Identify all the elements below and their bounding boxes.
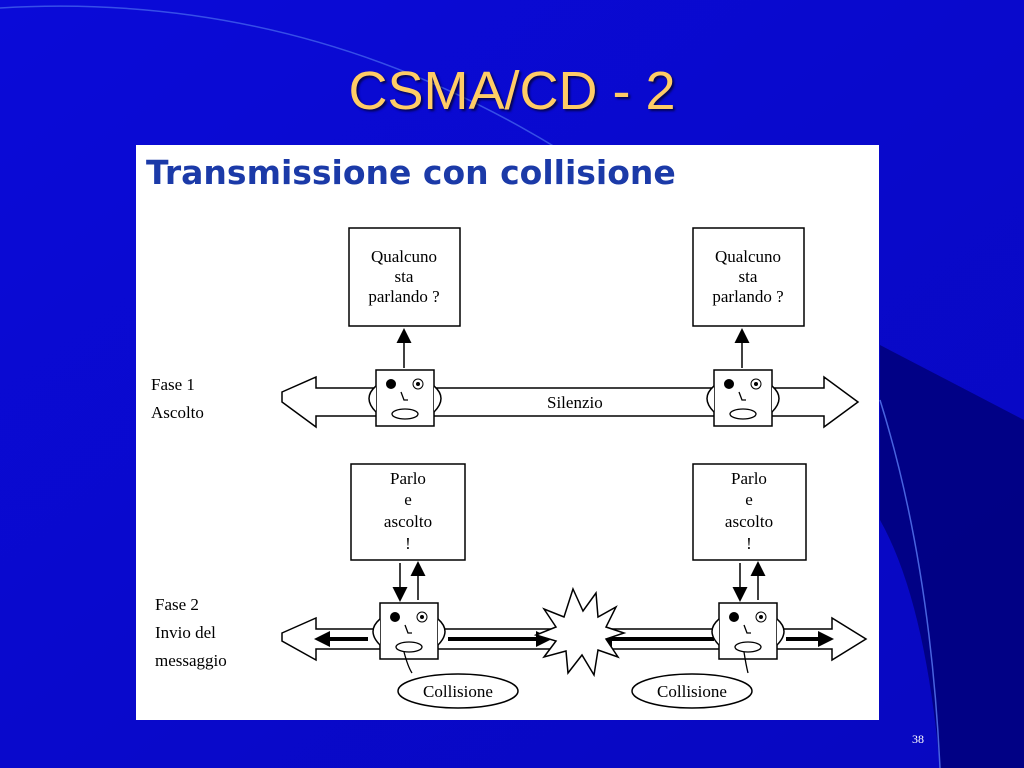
bubble-text: Qualcuno: [371, 247, 437, 266]
phase2-label-line3: messaggio: [155, 651, 227, 670]
phase1-label-line2: Ascolto: [151, 403, 204, 422]
bubble-text: e: [745, 490, 753, 509]
phase2-bubble-left: Parlo e ascolto !: [350, 463, 466, 561]
bubble-text: Parlo: [731, 469, 767, 488]
phase2-bubble-right: Parlo e ascolto !: [692, 463, 807, 561]
station-face-icon: [368, 369, 442, 427]
slide-title: CSMA/CD - 2: [348, 61, 676, 121]
collision-label-left: Collisione: [423, 682, 493, 701]
bubble-text: ascolto: [725, 512, 773, 531]
phase1-bubble-right: Qualcuno sta parlando ?: [692, 227, 805, 327]
phase2-label-line1: Fase 2: [155, 595, 199, 614]
phase2-label-line2: Invio del: [155, 623, 216, 642]
csma-cd-diagram: Fase 1 Ascolto Fase 2 Invio del messaggi…: [151, 227, 868, 709]
collision-callout-right: [631, 651, 753, 709]
bubble-text: e: [404, 490, 412, 509]
phase1-bubble-left: Qualcuno sta parlando ?: [348, 227, 461, 327]
station-face-icon: [706, 369, 780, 427]
station-face-icon: [711, 602, 785, 660]
bubble-text: sta: [395, 267, 414, 286]
station-face-icon: [372, 602, 446, 660]
collision-label-right: Collisione: [657, 682, 727, 701]
phase1-label-line1: Fase 1: [151, 375, 195, 394]
diagram-title: Transmissione con collisione: [146, 153, 676, 192]
bubble-text: sta: [739, 267, 758, 286]
collision-callout-left: [397, 651, 519, 709]
silence-label: Silenzio: [547, 393, 603, 412]
bubble-text: Parlo: [390, 469, 426, 488]
collision-burst-icon: [533, 586, 627, 678]
bubble-text: parlando ?: [368, 287, 439, 306]
bubble-text: ascolto: [384, 512, 432, 531]
bubble-text: Qualcuno: [715, 247, 781, 266]
page-number: 38: [912, 732, 924, 746]
bubble-text: !: [746, 534, 752, 553]
bubble-text: parlando ?: [712, 287, 783, 306]
bubble-text: !: [405, 534, 411, 553]
diagram-panel: Transmissione con collisione Fase 1 Asco…: [136, 145, 879, 720]
